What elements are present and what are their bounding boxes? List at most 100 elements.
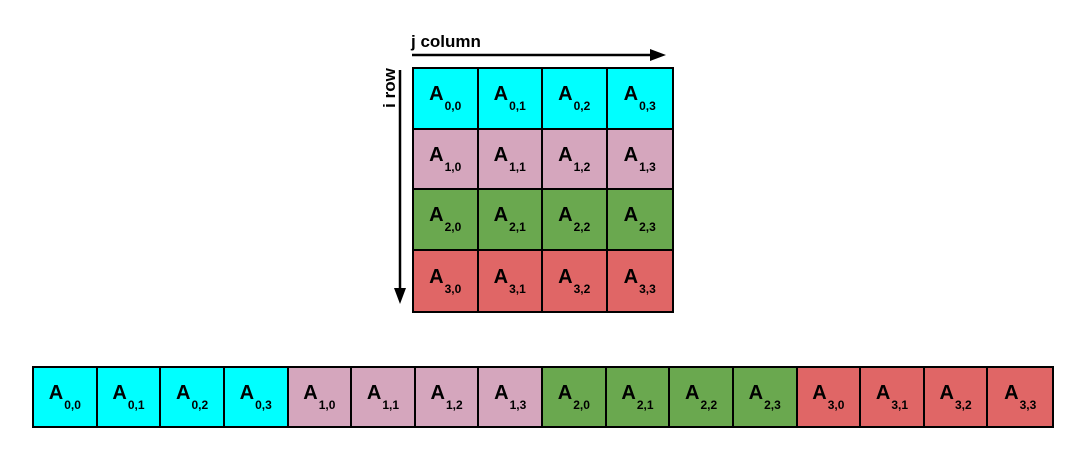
element-symbol: A bbox=[558, 204, 573, 227]
element-index: 2,3 bbox=[639, 220, 656, 235]
element-symbol: A bbox=[239, 382, 255, 404]
element-symbol: A bbox=[493, 265, 509, 288]
column-axis-label: j column bbox=[411, 32, 481, 51]
element-symbol: A bbox=[623, 83, 639, 106]
element-symbol: A bbox=[1004, 382, 1019, 404]
element-symbol: A bbox=[623, 265, 639, 288]
column-arrow-icon bbox=[412, 49, 666, 61]
element-symbol: A bbox=[493, 83, 509, 106]
element-index: 0,3 bbox=[255, 398, 272, 412]
element-index: 1,3 bbox=[639, 159, 656, 174]
element-index: 2,1 bbox=[509, 220, 526, 235]
element-symbol: A bbox=[493, 143, 509, 166]
element-index: 1,1 bbox=[509, 159, 526, 174]
element-index: 3,2 bbox=[954, 398, 972, 412]
element-index: 0,2 bbox=[573, 99, 591, 114]
element-symbol: A bbox=[303, 382, 318, 404]
element-index: 0,1 bbox=[127, 398, 145, 412]
element-index: 1,2 bbox=[445, 398, 463, 412]
element-index: 1,1 bbox=[382, 398, 399, 412]
element-index: 2,2 bbox=[700, 398, 718, 412]
element-symbol: A bbox=[429, 265, 444, 288]
element-symbol: A bbox=[875, 382, 891, 404]
element-index: 3,3 bbox=[639, 281, 656, 296]
element-index: 1,0 bbox=[444, 159, 462, 174]
element-index: 0,1 bbox=[509, 99, 526, 114]
element-index: 0,0 bbox=[444, 99, 462, 114]
element-symbol: A bbox=[430, 382, 445, 404]
row-arrow-icon bbox=[394, 70, 406, 304]
element-index: 2,2 bbox=[573, 220, 591, 235]
element-symbol: A bbox=[812, 382, 827, 404]
element-symbol: A bbox=[366, 382, 382, 404]
element-symbol: A bbox=[558, 83, 573, 106]
element-symbol: A bbox=[429, 204, 444, 227]
element-index: 1,3 bbox=[509, 398, 527, 412]
element-symbol: A bbox=[494, 382, 509, 404]
element-index: 2,0 bbox=[573, 398, 590, 412]
element-index: 2,1 bbox=[636, 398, 654, 412]
element-symbol: A bbox=[429, 83, 444, 106]
element-symbol: A bbox=[939, 382, 954, 404]
element-symbol: A bbox=[684, 382, 700, 404]
element-symbol: A bbox=[748, 382, 764, 404]
element-index: 3,0 bbox=[827, 398, 845, 412]
element-symbol: A bbox=[112, 382, 127, 404]
element-symbol: A bbox=[623, 204, 639, 227]
element-index: 1,2 bbox=[573, 159, 591, 174]
element-symbol: A bbox=[48, 382, 64, 404]
element-index: 0,2 bbox=[191, 398, 209, 412]
element-symbol: A bbox=[429, 143, 444, 166]
element-index: 3,2 bbox=[573, 281, 591, 296]
element-index: 3,3 bbox=[1019, 398, 1037, 412]
element-symbol: A bbox=[623, 143, 639, 166]
element-index: 1,0 bbox=[318, 398, 336, 412]
element-symbol: A bbox=[557, 382, 573, 404]
element-symbol: A bbox=[621, 382, 636, 404]
element-symbol: A bbox=[558, 265, 573, 288]
element-index: 0,0 bbox=[64, 398, 81, 412]
element-symbol: A bbox=[175, 382, 191, 404]
element-symbol: A bbox=[558, 143, 573, 166]
element-index: 2,0 bbox=[444, 220, 462, 235]
element-index: 3,1 bbox=[891, 398, 908, 412]
element-index: 0,3 bbox=[639, 99, 656, 114]
element-index: 2,3 bbox=[764, 398, 781, 412]
element-index: 3,0 bbox=[444, 281, 462, 296]
element-index: 3,1 bbox=[509, 281, 526, 296]
element-symbol: A bbox=[493, 204, 509, 227]
